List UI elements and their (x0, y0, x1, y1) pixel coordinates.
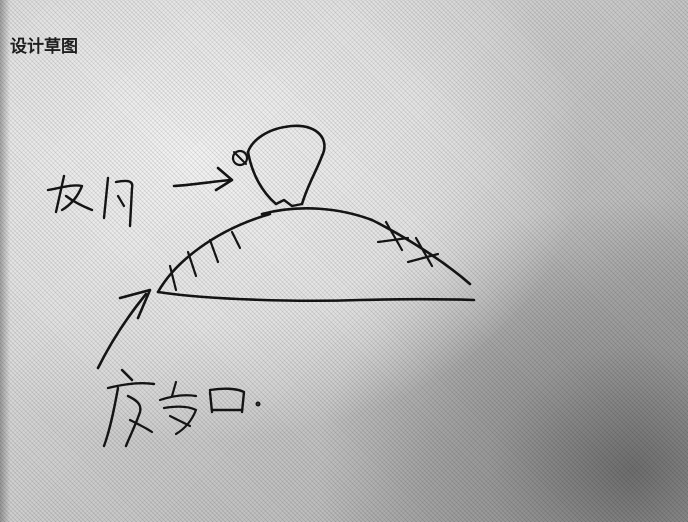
hatch-mark-4 (230, 230, 242, 250)
hatch-mark-8 (406, 252, 440, 264)
page-title: 设计草图 (10, 37, 78, 57)
hatch-mark-6 (376, 236, 410, 244)
cap-outline (246, 124, 326, 206)
arrow-shaft (96, 292, 148, 370)
label-stroke (106, 382, 156, 390)
mound-left-curve (156, 212, 272, 294)
label-stroke (120, 368, 134, 382)
arrow-head (118, 288, 152, 320)
label-stroke (128, 418, 154, 434)
cap-knob-mark (233, 151, 247, 165)
hatch-mark-5 (384, 220, 404, 252)
label-stroke (64, 194, 94, 212)
hatch-mark-3 (208, 238, 220, 264)
label-stroke (162, 405, 198, 436)
label-dot (255, 401, 261, 407)
handwritten-label-discharge (102, 368, 261, 448)
photo-edge-shadow (0, 0, 10, 522)
mound-base-line (156, 290, 476, 303)
label-stroke (102, 386, 120, 448)
label-stroke (114, 179, 134, 228)
hatch-mark-2 (186, 250, 198, 278)
arrow-to-cap (172, 166, 234, 192)
label-stroke (158, 394, 198, 402)
cap-knob (231, 149, 249, 167)
arrow-to-edge (96, 288, 152, 370)
label-stroke (170, 380, 178, 398)
label-stroke (102, 176, 110, 220)
mound-right-curve (370, 218, 472, 286)
label-stroke (124, 394, 142, 448)
arrow-shaft (172, 178, 232, 188)
mound-top-curve (260, 207, 374, 222)
mound-shape (156, 207, 476, 303)
label-stroke (116, 194, 126, 208)
handwritten-label-pipe (46, 174, 134, 228)
label-stroke (168, 414, 192, 428)
cap-left-stem (246, 150, 278, 206)
label-stroke (208, 390, 214, 414)
label-stroke (54, 174, 66, 214)
cap-base (274, 198, 304, 208)
arrow-head (214, 166, 234, 192)
hatch-mark-7 (414, 236, 434, 268)
label-stroke (46, 184, 84, 212)
hatch-mark-1 (168, 264, 178, 292)
top-cap (231, 124, 326, 208)
label-stroke (208, 387, 246, 414)
